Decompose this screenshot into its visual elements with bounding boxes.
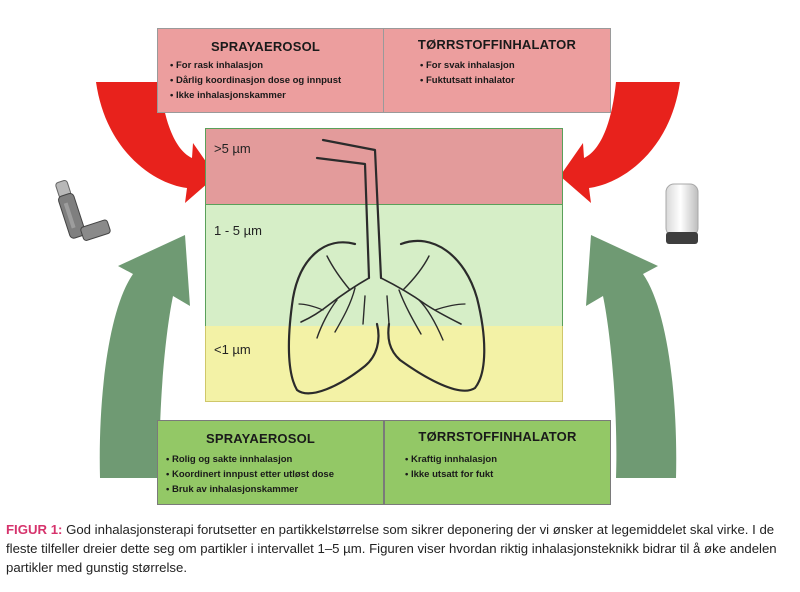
bottom-box-torrstoffinhalator-list: Kraftig innhalasjon Ikke utsatt for fukt	[405, 452, 610, 482]
bottom-box-torrstoffinhalator: TØRRSTOFFINHALATOR Kraftig innhalasjon I…	[384, 420, 611, 505]
top-box-torrstoffinhalator: TØRRSTOFFINHALATOR For svak inhalasjon F…	[384, 28, 611, 113]
top-box-sprayaerosol: SPRAYAEROSOL For rask inhalasjon Dårlig …	[157, 28, 384, 113]
metered-dose-inhaler-icon	[55, 180, 111, 241]
bottom-box-torrstoffinhalator-title: TØRRSTOFFINHALATOR	[418, 429, 577, 444]
list-item: Ikke utsatt for fukt	[405, 467, 610, 482]
list-item: Fuktutsatt inhalator	[420, 73, 610, 88]
zone-small: <1 µm	[205, 326, 563, 402]
arrows-layer	[96, 82, 680, 478]
red-arrow-right	[560, 82, 680, 203]
list-item: For svak inhalasjon	[420, 58, 610, 73]
zone-medium-label: 1 - 5 µm	[214, 223, 262, 238]
zone-large-label: >5 µm	[214, 141, 251, 156]
green-arrow-left	[99, 235, 190, 478]
list-item: Dårlig koordinasjon dose og innpust	[170, 73, 383, 88]
list-item: For rask inhalasjon	[170, 58, 383, 73]
zone-medium: 1 - 5 µm	[205, 204, 563, 326]
figure-caption-text: God inhalasjonsterapi forutsetter en par…	[6, 522, 777, 575]
zone-large: >5 µm	[205, 128, 563, 204]
list-item: Kraftig innhalasjon	[405, 452, 610, 467]
bottom-box-sprayaerosol-list: Rolig og sakte innhalasjon Koordinert in…	[166, 452, 383, 497]
top-box-sprayaerosol-title: SPRAYAEROSOL	[210, 39, 321, 54]
list-item: Rolig og sakte innhalasjon	[166, 452, 383, 467]
bottom-box-sprayaerosol: SPRAYAEROSOL Rolig og sakte innhalasjon …	[157, 420, 384, 505]
zone-small-label: <1 µm	[214, 342, 251, 357]
figure-caption: FIGUR 1: God inhalasjonsterapi forutsett…	[6, 520, 796, 577]
red-arrow-left	[96, 82, 216, 203]
green-arrow-right	[586, 235, 677, 478]
list-item: Koordinert innpust etter utløst dose	[166, 467, 383, 482]
list-item: Ikke inhalasjonskammer	[170, 88, 383, 103]
lungs-icon	[287, 138, 486, 395]
top-box-sprayaerosol-list: For rask inhalasjon Dårlig koordinasjon …	[170, 58, 383, 103]
list-item: Bruk av inhalasjonskammer	[166, 482, 383, 497]
figure-caption-lead: FIGUR 1:	[6, 522, 63, 537]
dry-powder-inhaler-icon	[665, 183, 699, 244]
top-box-torrstoffinhalator-list: For svak inhalasjon Fuktutsatt inhalator	[420, 58, 610, 88]
bottom-box-sprayaerosol-title: SPRAYAEROSOL	[205, 431, 316, 446]
top-box-torrstoffinhalator-title: TØRRSTOFFINHALATOR	[417, 37, 577, 52]
